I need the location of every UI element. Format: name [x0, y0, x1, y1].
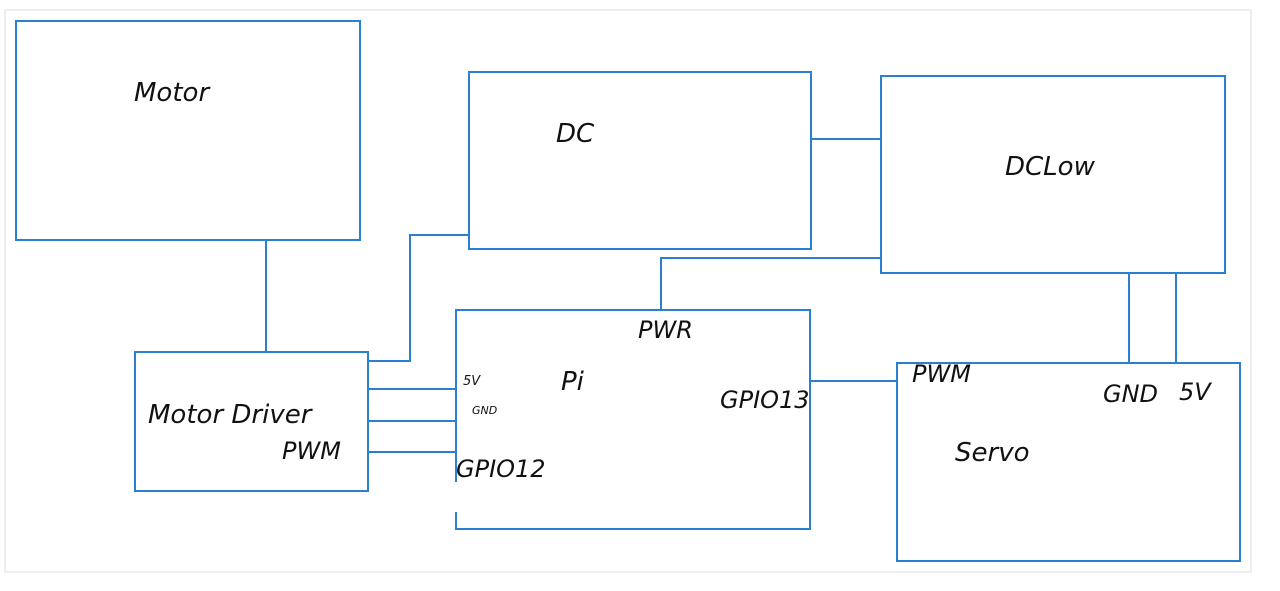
servo-pwm-label: PWM — [912, 360, 971, 388]
pi-gpio12-label: GPIO12 — [456, 455, 546, 483]
wire-dclow-to-pi-pwr — [660, 257, 881, 310]
servo-5v-label: 5V — [1179, 378, 1212, 406]
pi-gnd-label: GND — [472, 404, 497, 417]
pi-pwr-label: PWR — [638, 316, 693, 344]
motor-block — [15, 20, 361, 241]
dc-block — [468, 71, 812, 250]
servo-gnd-label: GND — [1103, 380, 1158, 408]
motor-label: Motor — [134, 78, 211, 108]
dclow-block — [880, 75, 1226, 274]
servo-block — [896, 362, 1241, 562]
pi-gpio13-label: GPIO13 — [720, 386, 810, 414]
motor-driver-pwm-label: PWM — [282, 437, 341, 465]
wire-driver-to-dc — [368, 234, 469, 362]
dc-label: DC — [556, 119, 595, 149]
motor-driver-label: Motor Driver — [148, 400, 314, 430]
pi-block — [455, 309, 811, 530]
pi-label: Pi — [561, 367, 585, 397]
servo-label: Servo — [955, 438, 1029, 468]
pi-5v-label: 5V — [463, 374, 481, 389]
dclow-label: DCLow — [1005, 152, 1096, 182]
diagram-frame — [4, 9, 1252, 573]
